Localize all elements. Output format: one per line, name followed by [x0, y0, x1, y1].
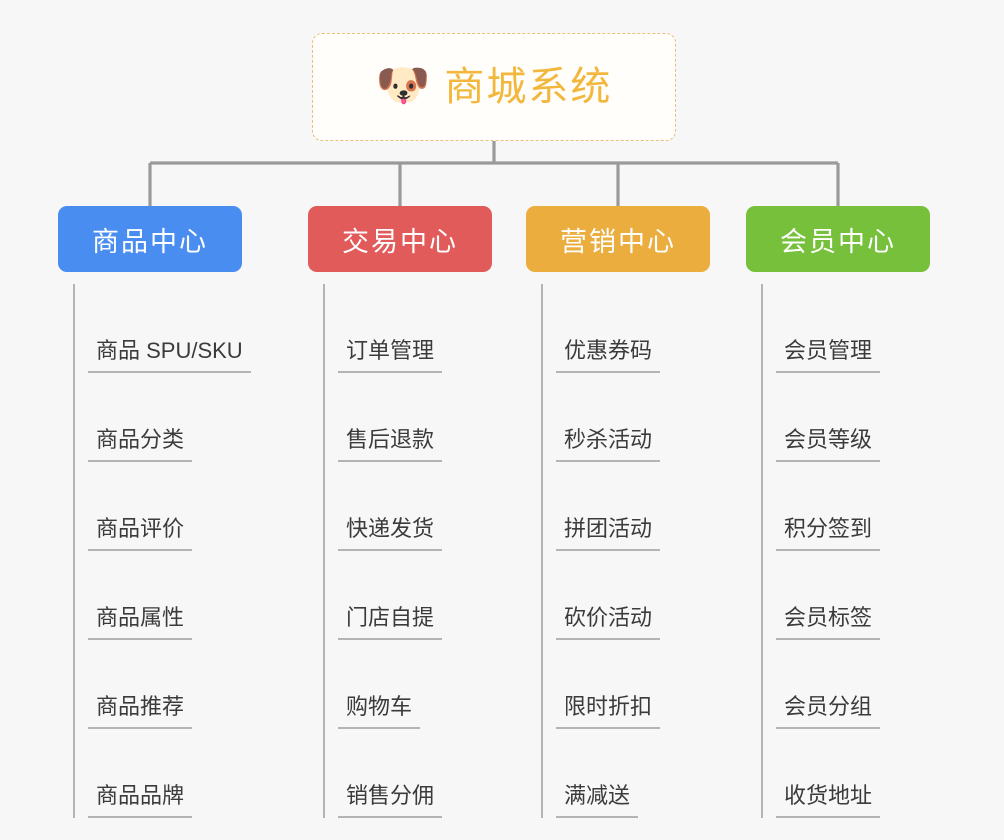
leaf-item-label: 砍价活动	[556, 607, 661, 640]
leaf-item[interactable]: 商品评价	[58, 462, 251, 551]
leaf-item[interactable]: 限时折扣	[526, 640, 710, 729]
branch-spine	[73, 284, 75, 818]
leaf-item-label: 积分签到	[776, 518, 881, 551]
leaf-item[interactable]: 销售分佣	[308, 729, 492, 818]
leaf-item-label: 门店自提	[338, 607, 443, 640]
leaf-item-label: 销售分佣	[338, 785, 443, 818]
root-title: 商城系统	[444, 65, 613, 109]
leaf-item-label: 收货地址	[776, 785, 881, 818]
leaf-item[interactable]: 售后退款	[308, 373, 492, 462]
leaf-item-label: 商品分类	[88, 429, 193, 462]
leaf-item[interactable]: 购物车	[308, 640, 492, 729]
leaf-item[interactable]: 砍价活动	[526, 551, 710, 640]
branch-header-label: 商品中心	[92, 226, 208, 257]
leaf-item[interactable]: 商品 SPU/SKU	[58, 284, 251, 373]
branch-header-label: 交易中心	[342, 226, 458, 257]
branch-spine	[323, 284, 325, 818]
branch-column-product-center: 商品中心商品 SPU/SKU 商品分类商品评价商品属性商品推荐商品品牌	[58, 206, 251, 818]
branch-header-member-center[interactable]: 会员中心	[746, 206, 930, 272]
leaf-list-marketing-center: 优惠券码秒杀活动拼团活动砍价活动限时折扣满减送	[526, 284, 710, 818]
leaf-item-label: 优惠券码	[556, 340, 661, 373]
leaf-item[interactable]: 商品推荐	[58, 640, 251, 729]
leaf-item-label: 订单管理	[338, 340, 443, 373]
branch-column-marketing-center: 营销中心优惠券码秒杀活动拼团活动砍价活动限时折扣满减送	[526, 206, 710, 818]
branch-header-marketing-center[interactable]: 营销中心	[526, 206, 710, 272]
leaf-item[interactable]: 会员等级	[746, 373, 930, 462]
leaf-item-label: 限时折扣	[556, 696, 661, 729]
leaf-item[interactable]: 商品品牌	[58, 729, 251, 818]
leaf-item-label: 商品推荐	[88, 696, 193, 729]
leaf-item-label: 秒杀活动	[556, 429, 661, 462]
leaf-item-label: 满减送	[556, 785, 639, 818]
branch-header-product-center[interactable]: 商品中心	[58, 206, 242, 272]
leaf-item-label: 会员分组	[776, 696, 881, 729]
branch-header-trade-center[interactable]: 交易中心	[308, 206, 492, 272]
leaf-item-label: 会员管理	[776, 340, 881, 373]
leaf-list-member-center: 会员管理会员等级积分签到会员标签会员分组收货地址	[746, 284, 930, 818]
leaf-item-label: 会员等级	[776, 429, 881, 462]
leaf-item[interactable]: 优惠券码	[526, 284, 710, 373]
root-node[interactable]: 🐶 商城系统	[312, 33, 676, 141]
dog-face-icon: 🐶	[375, 61, 431, 110]
leaf-item-label: 商品属性	[88, 607, 193, 640]
leaf-item[interactable]: 商品分类	[58, 373, 251, 462]
leaf-item[interactable]: 订单管理	[308, 284, 492, 373]
leaf-item[interactable]: 快递发货	[308, 462, 492, 551]
leaf-item-label: 拼团活动	[556, 518, 661, 551]
leaf-item-label: 商品 SPU/SKU	[88, 340, 251, 373]
leaf-list-trade-center: 订单管理售后退款快递发货门店自提购物车销售分佣	[308, 284, 492, 818]
leaf-item-label: 售后退款	[338, 429, 443, 462]
branch-header-label: 营销中心	[560, 226, 676, 257]
leaf-item[interactable]: 秒杀活动	[526, 373, 710, 462]
leaf-item[interactable]: 积分签到	[746, 462, 930, 551]
branch-spine	[761, 284, 763, 818]
leaf-item[interactable]: 商品属性	[58, 551, 251, 640]
branch-header-label: 会员中心	[780, 226, 896, 257]
leaf-item[interactable]: 拼团活动	[526, 462, 710, 551]
leaf-item-label: 商品品牌	[88, 785, 193, 818]
leaf-item[interactable]: 会员标签	[746, 551, 930, 640]
branch-column-trade-center: 交易中心订单管理售后退款快递发货门店自提购物车销售分佣	[308, 206, 492, 818]
leaf-item[interactable]: 会员分组	[746, 640, 930, 729]
leaf-item-label: 快递发货	[338, 518, 443, 551]
branch-column-member-center: 会员中心会员管理会员等级积分签到会员标签会员分组收货地址	[746, 206, 930, 818]
leaf-item[interactable]: 收货地址	[746, 729, 930, 818]
leaf-item-label: 会员标签	[776, 607, 881, 640]
branch-spine	[541, 284, 543, 818]
leaf-item[interactable]: 门店自提	[308, 551, 492, 640]
leaf-item[interactable]: 会员管理	[746, 284, 930, 373]
leaf-list-product-center: 商品 SPU/SKU 商品分类商品评价商品属性商品推荐商品品牌	[58, 284, 251, 818]
leaf-item[interactable]: 满减送	[526, 729, 710, 818]
leaf-item-label: 购物车	[338, 696, 421, 729]
leaf-item-label: 商品评价	[88, 518, 193, 551]
